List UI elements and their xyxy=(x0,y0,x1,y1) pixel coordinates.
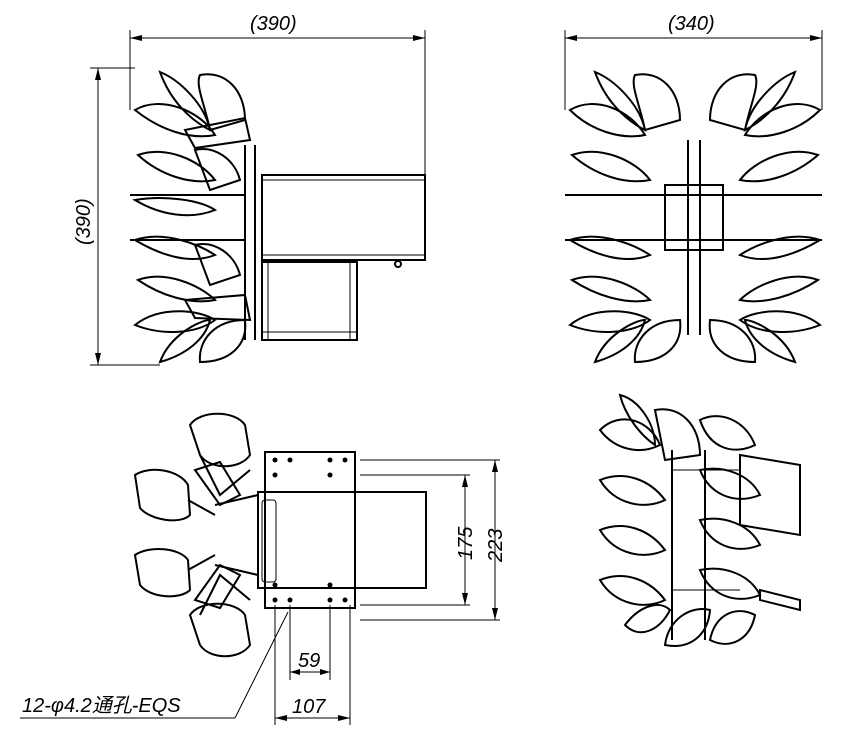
side-petal-right xyxy=(708,70,823,364)
hole-pitch-59: 59 xyxy=(298,650,320,672)
side-petal-left xyxy=(567,70,682,364)
iso-box xyxy=(739,453,801,537)
hole-spacing-223: 223 xyxy=(485,529,507,563)
top-view: 175 223 59 107 12-φ4.2通孔-EQS xyxy=(20,412,507,725)
side-view: (340) xyxy=(564,13,823,364)
hole-spacing-175: 175 xyxy=(455,526,477,560)
hole-pitch-107: 107 xyxy=(292,696,326,718)
iso-petals xyxy=(598,393,762,647)
front-petal-cluster xyxy=(132,70,252,364)
front-lower-box xyxy=(261,261,358,341)
front-height-label: (390) xyxy=(73,198,95,245)
hole-note: 12-φ4.2通孔-EQS xyxy=(22,695,181,717)
side-width-label: (340) xyxy=(668,13,715,35)
front-main-box xyxy=(261,174,426,261)
top-petal-fan xyxy=(133,412,259,658)
mounting-holes xyxy=(272,457,348,603)
front-view: (390) (390) xyxy=(73,13,426,366)
front-width-label: (390) xyxy=(250,13,297,35)
isometric-view xyxy=(598,393,801,647)
